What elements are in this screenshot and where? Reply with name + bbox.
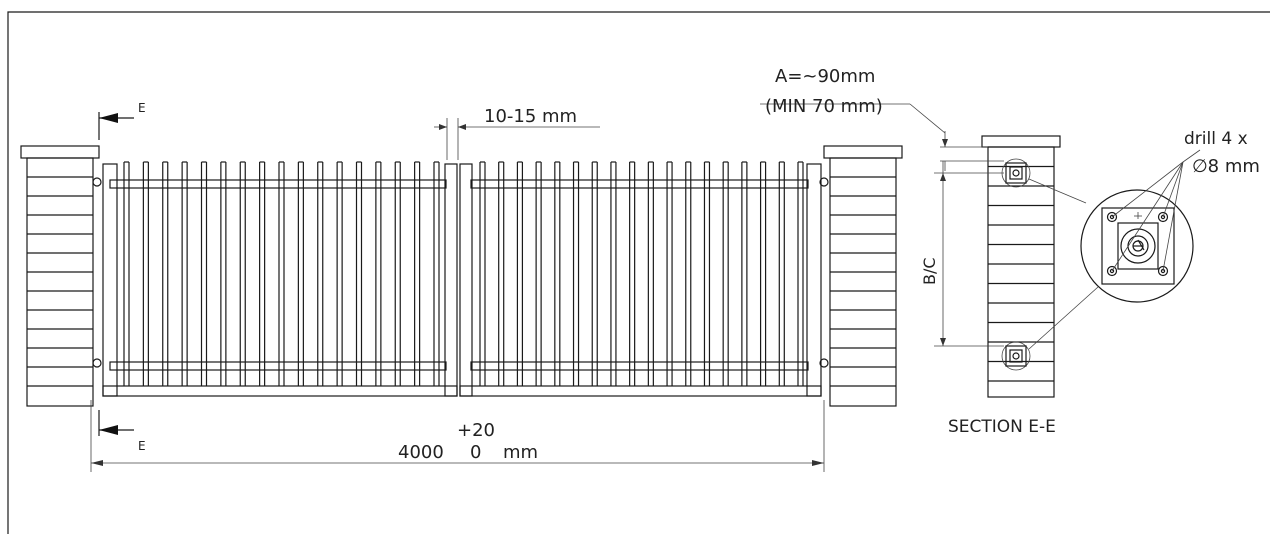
gap-dimension: 10-15 mm [434, 106, 600, 160]
width-value: 4000 [398, 442, 444, 463]
section-mark-bottom-label: E [138, 439, 146, 453]
left-leaf-meeting-post [444, 163, 458, 397]
right-pillar [823, 145, 903, 407]
left-leaf-top-rail [109, 179, 447, 189]
width-unit: mm [503, 442, 538, 463]
right-leaf-bottom-rail [459, 385, 822, 397]
section-pillar-bricks [988, 165, 1054, 382]
drill-label-2: ∅8 mm [1192, 156, 1260, 177]
right-leaf-meeting-post [459, 163, 473, 397]
left-leaf-bottom-rail [102, 385, 458, 397]
bracket-bottom [1001, 341, 1031, 371]
section-marker-bottom: E [98, 410, 146, 453]
gate-right-leaf [459, 161, 829, 397]
a-dimension [760, 103, 1004, 171]
bc-label: B/C [920, 257, 939, 285]
width-tolerance: +20 [457, 420, 495, 441]
a-min-label: (MIN 70 mm) [765, 96, 883, 117]
left-leaf-hinge-post [102, 163, 118, 397]
a-label: A=~90mm [775, 66, 875, 87]
right-pillar-cap [823, 145, 903, 159]
right-leaf-lower-rail [470, 361, 809, 371]
hinge-top-left [92, 177, 102, 187]
right-leaf-top-rail [470, 179, 809, 189]
hinge-top-right [819, 177, 829, 187]
width-tolerance-low: 0 [470, 442, 481, 463]
bracket-top [1001, 158, 1031, 188]
right-pillar-body [829, 157, 897, 407]
left-leaf-pickets [123, 161, 440, 386]
left-pillar [20, 145, 100, 407]
drawing-frame [7, 11, 1270, 534]
gap-label: 10-15 mm [484, 106, 577, 127]
section-marker-top: E [98, 101, 146, 140]
bracket-detail [1028, 149, 1201, 350]
drill-label-1: drill 4 x [1184, 129, 1248, 149]
section-view: drill 4 x ∅8 mm A=~90mm (MIN 70 mm) B/C … [760, 66, 1260, 437]
section-pillar-body [987, 146, 1055, 398]
left-pillar-body [26, 157, 94, 407]
right-leaf-hinge-post [806, 163, 822, 397]
left-leaf-lower-rail [109, 361, 447, 371]
hinge-bottom-left [92, 358, 102, 368]
gate-left-leaf [92, 161, 458, 397]
section-title: SECTION E-E [948, 417, 1056, 437]
bc-dimension [934, 161, 1004, 347]
width-dimension: +20 4000 0 mm [90, 400, 825, 472]
hinge-bottom-right [819, 358, 829, 368]
left-pillar-cap [20, 145, 100, 159]
right-leaf-pickets [479, 161, 804, 386]
section-pillar-cap [981, 135, 1061, 148]
left-pillar-bricks [27, 176, 93, 387]
right-pillar-bricks [830, 176, 896, 387]
section-mark-top-label: E [138, 101, 146, 115]
